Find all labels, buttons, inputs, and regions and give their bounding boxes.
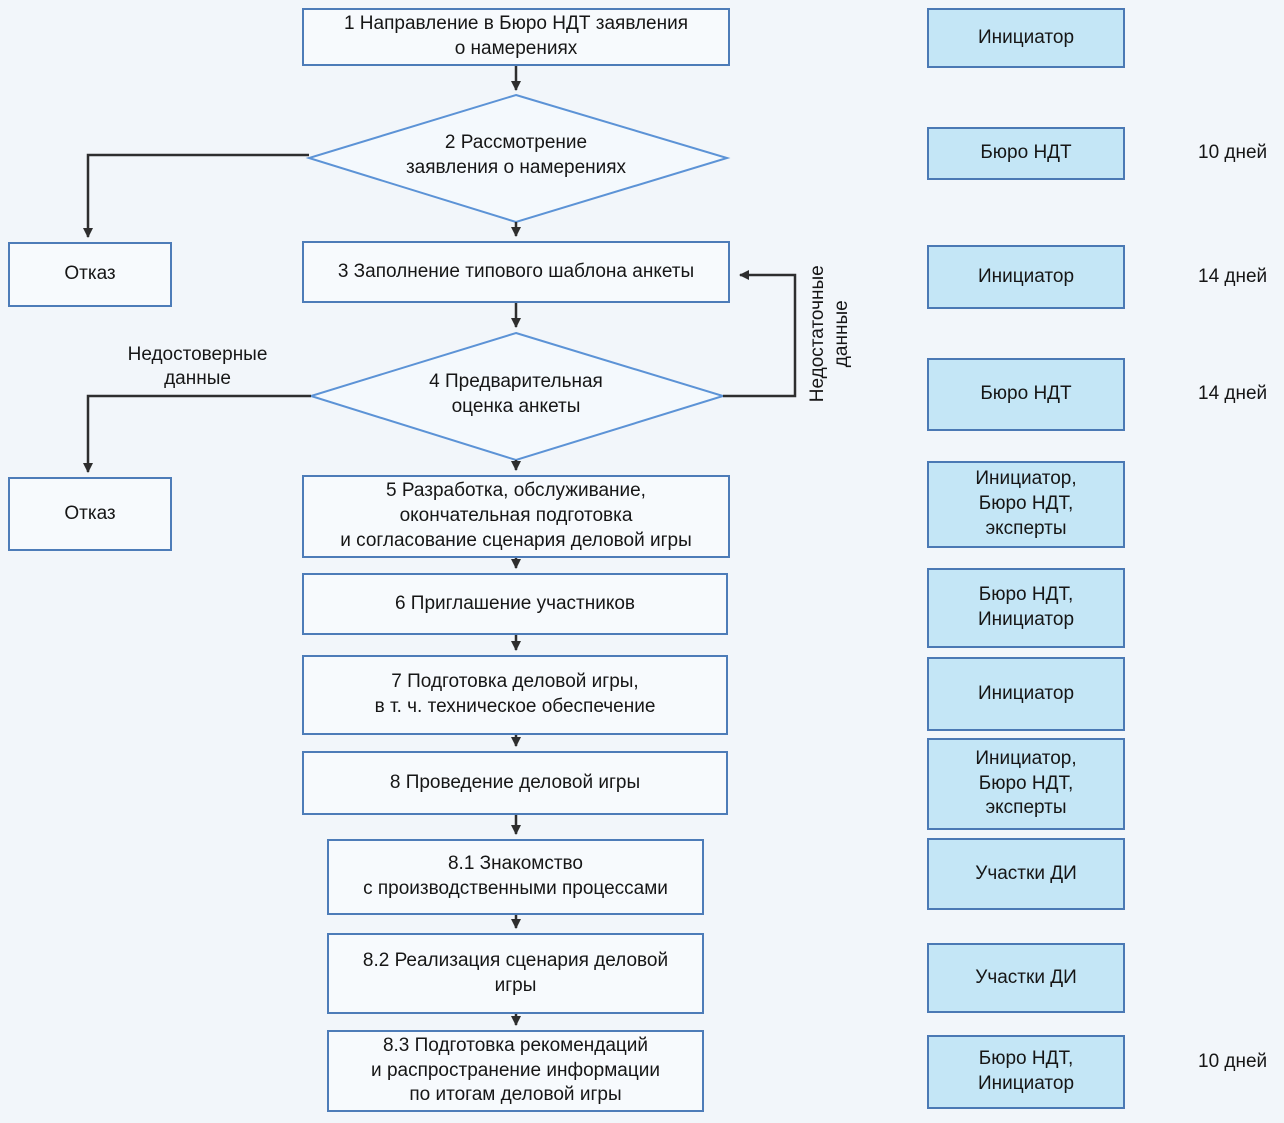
reject-1-label: Отказ [64,263,116,285]
step-8-3-label: 8.3 Подготовка рекомендаций и распростра… [371,1034,660,1106]
arrow-4-to-reject [83,394,311,473]
edge-label-invalid-data: Недостоверные данные [127,344,268,389]
role-box-1: Инициатор [927,8,1125,68]
role-box-9: Участки ДИ [927,838,1125,910]
step-1-box: 1 Направление в Бюро НДТ заявления о нам… [302,8,730,66]
edge-label-insufficient-data: Недостаточные данные [806,265,852,403]
step-4-label: 4 Предварительная оценка анкеты [429,371,603,417]
step-7-label: 7 Подготовка деловой игры, в т. ч. техни… [374,671,656,717]
role-box-2: Бюро НДТ [927,127,1125,180]
step-3-label: 3 Заполнение типового шаблона анкеты [337,260,695,282]
step-8-1-label: 8.1 Знакомство с производственными проце… [363,853,668,899]
step-6-label: 6 Приглашение участников [394,592,636,614]
step-8-1-box: 8.1 Знакомство с производственными проце… [327,839,704,915]
step-2-label: 2 Рассмотрение заявления о намерениях [405,132,627,178]
step-8-2-box: 8.2 Реализация сценария деловой игры [327,933,704,1014]
step-8-box: 8 Проведение деловой игры [302,751,728,815]
duration-step-8-3: 10 дней [1198,1051,1268,1072]
step-8-2-label: 8.2 Реализация сценария деловой игры [362,949,669,996]
step-1-label: 1 Направление в Бюро НДТ заявления о нам… [343,13,689,59]
reject-box-1: Отказ [8,242,172,307]
reject-2-label: Отказ [64,502,116,524]
step-8-label: 8 Проведение деловой игры [389,771,641,793]
role-box-8: Инициатор, Бюро НДТ, эксперты [927,738,1125,830]
role-box-7: Инициатор [927,657,1125,731]
step-5-label: 5 Разработка, обслуживание, окончательна… [340,480,692,551]
role-box-11: Бюро НДТ, Инициатор [927,1035,1125,1109]
duration-step-4: 14 дней [1198,383,1268,404]
arrow-2-to-reject [83,153,309,238]
role-box-6: Бюро НДТ, Инициатор [927,568,1125,648]
duration-step-2: 10 дней [1198,142,1268,163]
role-box-10: Участки ДИ [927,943,1125,1013]
arrow-4-feedback-to-3 [723,270,797,398]
role-box-5: Инициатор, Бюро НДТ, эксперты [927,461,1125,548]
reject-box-2: Отказ [8,477,172,551]
role-box-4: Бюро НДТ [927,358,1125,431]
role-box-3: Инициатор [927,245,1125,309]
step-8-3-box: 8.3 Подготовка рекомендаций и распростра… [327,1030,704,1112]
duration-step-3: 14 дней [1198,266,1268,287]
step-3-box: 3 Заполнение типового шаблона анкеты [302,241,730,303]
step-5-box: 5 Разработка, обслуживание, окончательна… [302,475,730,558]
step-6-box: 6 Приглашение участников [302,573,728,635]
step-7-box: 7 Подготовка деловой игры, в т. ч. техни… [302,655,728,735]
